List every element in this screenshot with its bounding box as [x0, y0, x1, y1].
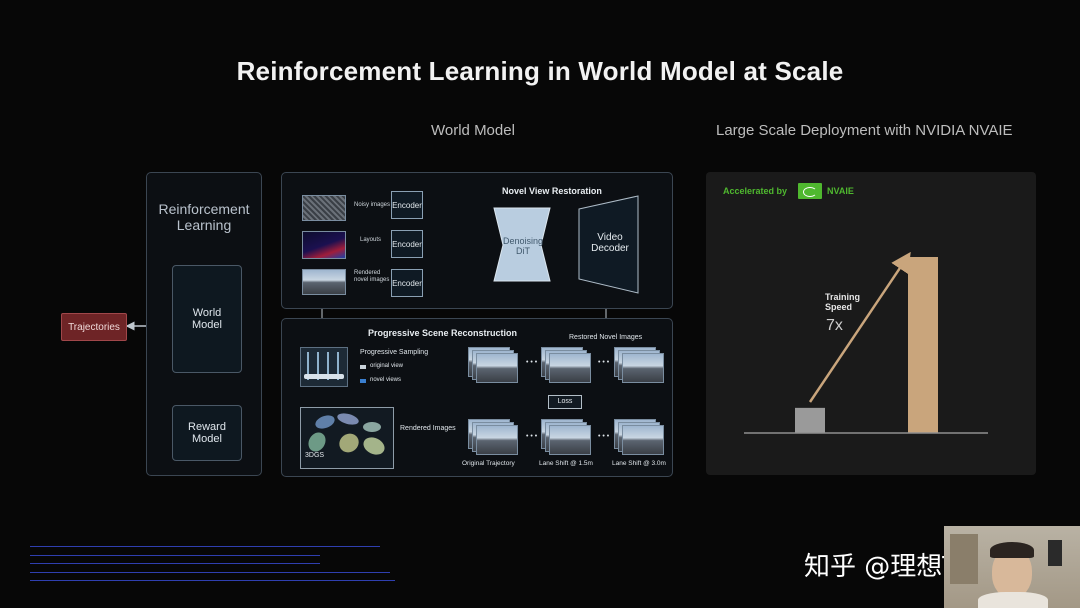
restored-stack-3 — [614, 347, 666, 383]
baseline-speed-bar — [795, 407, 825, 433]
rl-title-line2: Learning — [176, 217, 232, 233]
video-decoder-shape — [578, 195, 639, 294]
noisy-image-thumb — [302, 195, 346, 221]
reference-link-2[interactable] — [30, 549, 320, 556]
novel-views-swatch — [360, 379, 366, 383]
encoder-3: Encoder — [391, 269, 423, 297]
ellipsis-4: • • • — [598, 433, 610, 440]
denoising-dit-shape — [493, 207, 551, 282]
nvidia-logo-icon — [798, 183, 822, 199]
world-model-line1: World — [192, 307, 222, 319]
caption-lane-shift-1-5: Lane Shift @ 1.5m — [539, 460, 593, 467]
encoder-2: Encoder — [391, 230, 423, 258]
caption-lane-shift-3-0: Lane Shift @ 3.0m — [612, 460, 666, 467]
reward-model-line2: Model — [192, 433, 222, 445]
restored-stack-2 — [541, 347, 593, 383]
rendered-stack-3 — [614, 419, 666, 455]
accelerated-speed-bar — [908, 257, 938, 433]
rl-title: Reinforcement Learning — [147, 201, 261, 233]
rl-title-line1: Reinforcement — [158, 201, 250, 217]
rendered-stack-1 — [468, 419, 520, 455]
accelerated-by-label: Accelerated by — [723, 186, 788, 196]
dit-line2: DiT — [516, 246, 530, 256]
deployment-heading: Large Scale Deployment with NVIDIA NVAIE — [716, 122, 1013, 139]
rendered-stack-2 — [541, 419, 593, 455]
training-speed-label: Training Speed — [825, 292, 860, 312]
webcam-overlay — [944, 526, 1080, 608]
restored-stack-1 — [468, 347, 520, 383]
restored-novel-label: Restored Novel Images — [569, 334, 643, 341]
ellipsis-1: • • • — [526, 359, 538, 366]
decoder-line2: Decoder — [591, 243, 629, 254]
world-model-line2: Model — [192, 319, 222, 331]
original-view-swatch — [360, 365, 366, 369]
rl-panel: Reinforcement Learning World Model Rewar… — [146, 172, 262, 476]
speedup-arrow — [808, 251, 911, 403]
encoder-1: Encoder — [391, 191, 423, 219]
original-view-legend: original view — [370, 363, 404, 369]
denoising-dit-label: Denoising DiT — [495, 236, 551, 256]
reference-link-4[interactable] — [30, 566, 390, 573]
decoder-line1: Video — [597, 232, 623, 243]
encoder-3-label: Encoder — [392, 278, 422, 288]
encoder-2-label: Encoder — [392, 239, 422, 249]
world-model-box: World Model — [172, 265, 242, 373]
reference-link-3[interactable] — [30, 557, 320, 564]
dit-line1: Denoising — [502, 236, 544, 246]
layouts-label: Layouts — [360, 237, 382, 243]
reward-model-box: Reward Model — [172, 405, 242, 461]
3dgs-label: 3DGS — [305, 452, 325, 459]
3dgs-box: 3DGS — [300, 407, 394, 469]
video-decoder-label: Video Decoder — [584, 232, 636, 254]
reference-link-1[interactable] — [30, 540, 380, 547]
caption-original-trajectory: Original Trajectory — [462, 460, 515, 467]
loss-box: Loss — [548, 395, 582, 409]
novel-views-legend: novel views — [370, 377, 402, 383]
encoder-1-label: Encoder — [392, 200, 422, 210]
ellipsis-3: • • • — [526, 433, 538, 440]
slide-title: Reinforcement Learning in World Model at… — [236, 56, 844, 86]
novel-view-panel: Novel View Restoration Noisy images Layo… — [281, 172, 673, 309]
layout-thumb — [302, 231, 346, 259]
world-model-heading: World Model — [431, 122, 515, 139]
trajectories-box: Trajectories — [61, 313, 127, 341]
rendered-images-label: Rendered Images — [400, 425, 456, 432]
reference-link-5[interactable] — [30, 574, 395, 581]
scene-reconstruction-panel: Progressive Scene Reconstruction Restore… — [281, 318, 673, 477]
reward-model-line1: Reward — [188, 421, 226, 433]
reference-links[interactable] — [30, 540, 400, 583]
nvaie-label: NVAIE — [827, 186, 854, 196]
progressive-sampling-graphic — [300, 347, 348, 387]
speedup-value: 7x — [826, 317, 843, 334]
rendered-novel-label: Rendered novel images — [354, 270, 390, 283]
novel-view-title: Novel View Restoration — [502, 186, 602, 196]
scene-reconstruction-title: Progressive Scene Reconstruction — [368, 328, 518, 338]
deployment-panel: Accelerated by NVAIE Training Speed 7x — [706, 172, 1036, 475]
loss-label: Loss — [557, 398, 573, 405]
ellipsis-2: • • • — [598, 359, 610, 366]
rendered-novel-thumb — [302, 269, 346, 295]
trajectories-label: Trajectories — [68, 321, 120, 333]
training-speed-line2: Speed — [825, 302, 853, 312]
progressive-sampling-label: Progressive Sampling — [360, 349, 429, 356]
noisy-images-label: Noisy images — [354, 202, 391, 208]
training-speed-chart — [744, 251, 988, 434]
training-speed-line1: Training — [825, 292, 861, 302]
